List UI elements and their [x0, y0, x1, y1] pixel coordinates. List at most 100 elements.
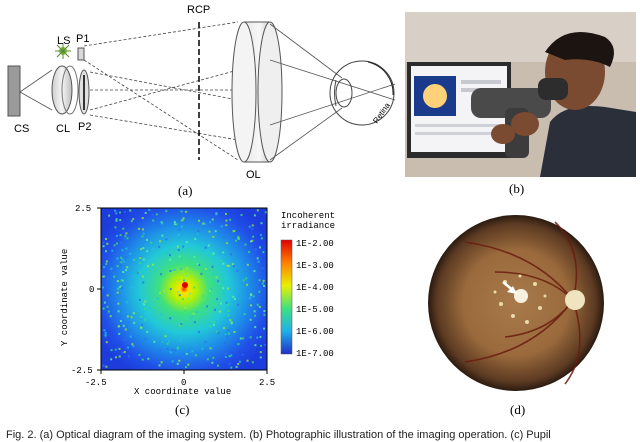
speckle [198, 330, 201, 333]
speckle [178, 359, 181, 362]
speckle [104, 331, 107, 334]
speckle [197, 230, 200, 232]
speckle [176, 347, 179, 350]
operation-photo [405, 12, 636, 177]
speckle [242, 337, 245, 340]
objective-lens [231, 21, 283, 163]
speckle [223, 292, 226, 295]
speckle [138, 353, 141, 356]
speckle [228, 332, 230, 335]
speckle [182, 245, 185, 248]
speckle [227, 303, 230, 306]
speckle [149, 321, 152, 323]
speckle [235, 239, 238, 242]
speckle [102, 286, 104, 289]
speckle [218, 310, 221, 313]
speckle [123, 351, 126, 353]
speckle [180, 219, 183, 222]
speckle [120, 261, 123, 264]
camera-sensor [7, 65, 21, 117]
speckle [254, 326, 257, 329]
speckle [133, 321, 136, 324]
imaging-device [471, 88, 551, 118]
speckle [238, 237, 240, 240]
speckle [111, 249, 114, 252]
speckle [237, 235, 240, 238]
speckle [216, 330, 219, 333]
speckle [115, 212, 118, 215]
speckle [242, 279, 245, 282]
speckle [113, 275, 116, 278]
speckle [230, 354, 233, 357]
speckle [127, 346, 129, 349]
speckle [205, 313, 208, 316]
speckle [129, 335, 132, 338]
speckle [160, 361, 163, 364]
speckle [207, 244, 210, 247]
speckle [105, 263, 108, 266]
panel-c-label: (c) [175, 402, 190, 417]
speckle [257, 260, 260, 263]
speckle [225, 219, 228, 222]
speckle [176, 356, 179, 359]
speckle [230, 253, 233, 256]
speckle [171, 349, 174, 352]
speckle [177, 249, 180, 251]
speckle [260, 237, 263, 240]
speckle [210, 321, 213, 323]
speckle [140, 326, 142, 329]
x-axis-label: X coordinate value [134, 387, 232, 397]
speckle [211, 218, 214, 221]
speckle [158, 245, 161, 248]
speckle [144, 348, 147, 351]
speckle [193, 321, 196, 324]
speckle [175, 223, 178, 226]
speckle [194, 238, 197, 241]
speckle [150, 241, 153, 244]
speckle [225, 242, 228, 245]
speckle [226, 273, 229, 276]
speckle [169, 254, 171, 257]
speckle [102, 241, 105, 244]
speckle [224, 341, 227, 344]
speckle [227, 310, 230, 312]
speckle [173, 280, 176, 283]
speckle [106, 305, 109, 308]
speckle [169, 317, 172, 320]
speckle [121, 249, 124, 252]
speckle [185, 221, 188, 224]
speckle [249, 336, 252, 339]
speckle [243, 313, 246, 316]
speckle [233, 331, 236, 333]
speckle [181, 298, 184, 301]
speckle [141, 217, 144, 220]
speckle [106, 294, 109, 297]
label-ol: OL [246, 169, 261, 181]
speckle [214, 308, 216, 311]
speckle [185, 241, 188, 243]
speckle [125, 247, 128, 250]
speckle [250, 294, 253, 297]
speckle [211, 265, 214, 268]
speckle [217, 331, 220, 334]
speckle [102, 364, 105, 367]
speckle [193, 256, 196, 258]
speckle [233, 230, 236, 232]
speckle [234, 298, 236, 301]
speckle [142, 275, 145, 278]
speckle [252, 235, 255, 238]
speckle [181, 253, 184, 256]
speckle [119, 320, 122, 322]
speckle [123, 237, 126, 240]
speckle [227, 287, 229, 290]
speckle [103, 329, 106, 332]
speckle [229, 218, 232, 221]
speckle [119, 285, 122, 287]
speckle [132, 345, 135, 348]
speckle [187, 363, 190, 366]
speckle [151, 213, 154, 216]
speckle [126, 266, 129, 269]
speckle [139, 256, 142, 259]
speckle [141, 358, 144, 361]
label-cl: CL [56, 123, 70, 135]
